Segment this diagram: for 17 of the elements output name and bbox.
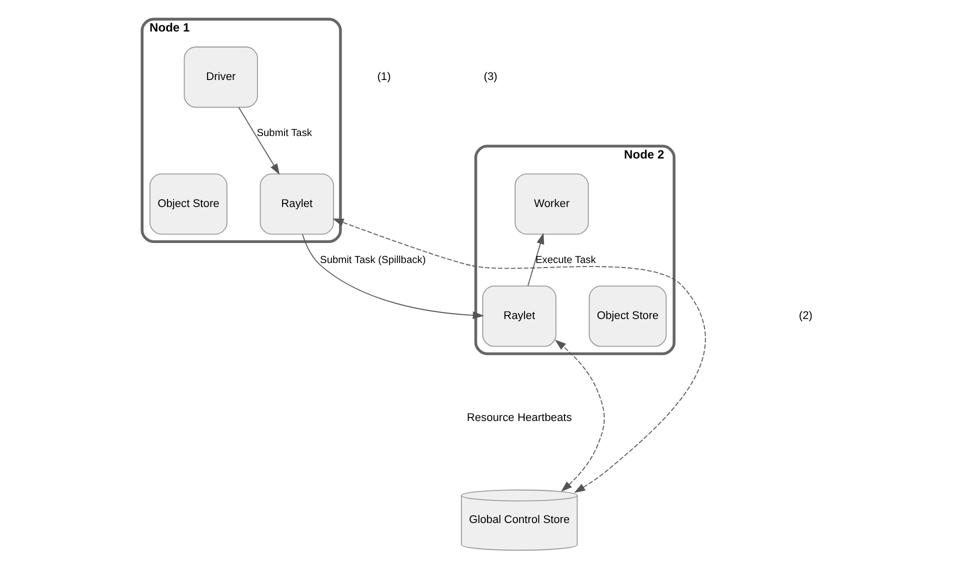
node-box: Raylet <box>260 174 334 235</box>
edge-label: Submit Task (Spillback) <box>320 254 426 266</box>
label: (1) <box>377 70 391 83</box>
edge-label: Execute Task <box>535 254 596 266</box>
node-box: Object Store <box>588 286 667 347</box>
label: (3) <box>484 70 498 83</box>
edge-label: Submit Task <box>256 128 312 139</box>
arrow <box>332 218 706 493</box>
arrow <box>528 232 544 286</box>
label: Resource Heartbeats <box>466 412 572 424</box>
node-box: Worker <box>514 174 589 235</box>
arrow <box>554 340 605 492</box>
node-box: Raylet <box>482 286 556 347</box>
node-box: Driver <box>184 46 258 108</box>
label: (2) <box>798 310 812 322</box>
node-box: Object Store <box>150 174 228 235</box>
arrow <box>238 106 280 175</box>
